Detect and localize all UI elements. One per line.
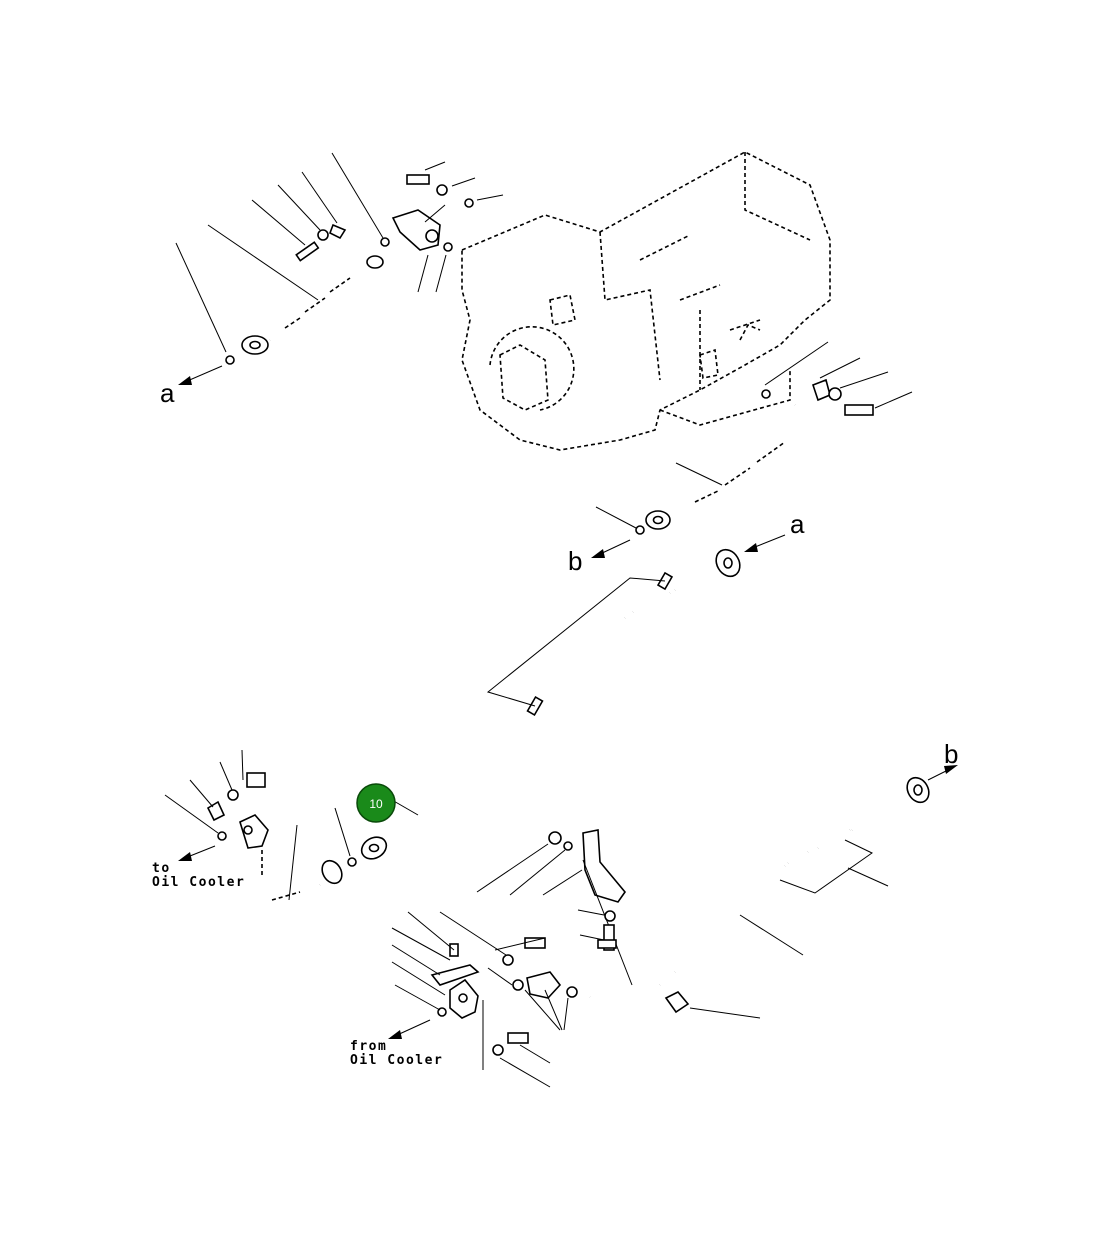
top-left-leader-lines: [175, 152, 384, 353]
bracket: [476, 829, 633, 986]
bottom-valve-group: [391, 911, 578, 1088]
label-b-mid: b: [568, 546, 582, 576]
from-oil-cooler-line1: from: [350, 1039, 387, 1054]
lower-right-tube-assembly: [589, 776, 930, 1019]
lower-left-hose-assembly: [164, 749, 357, 909]
from-oil-cooler-line2: Oil Cooler: [350, 1053, 443, 1068]
to-oil-cooler-line2: Oil Cooler: [152, 875, 245, 890]
top-connector-group: [391, 161, 504, 293]
callout-number[interactable]: 10: [369, 797, 383, 811]
label-a-top: a: [160, 378, 175, 408]
top-left-hose-assembly: [225, 223, 390, 365]
label-b-right: b: [944, 739, 958, 769]
to-oil-cooler-line1: to: [152, 861, 171, 876]
label-a-mid: a: [790, 509, 805, 539]
mid-right-hose-assembly: [595, 341, 913, 535]
transmission-housing: [461, 151, 831, 451]
long-tube-assembly: [360, 548, 741, 860]
callout-badge[interactable]: [356, 783, 396, 823]
reference-arrows: [178, 365, 958, 1039]
callout-10[interactable]: 10: [356, 783, 419, 823]
